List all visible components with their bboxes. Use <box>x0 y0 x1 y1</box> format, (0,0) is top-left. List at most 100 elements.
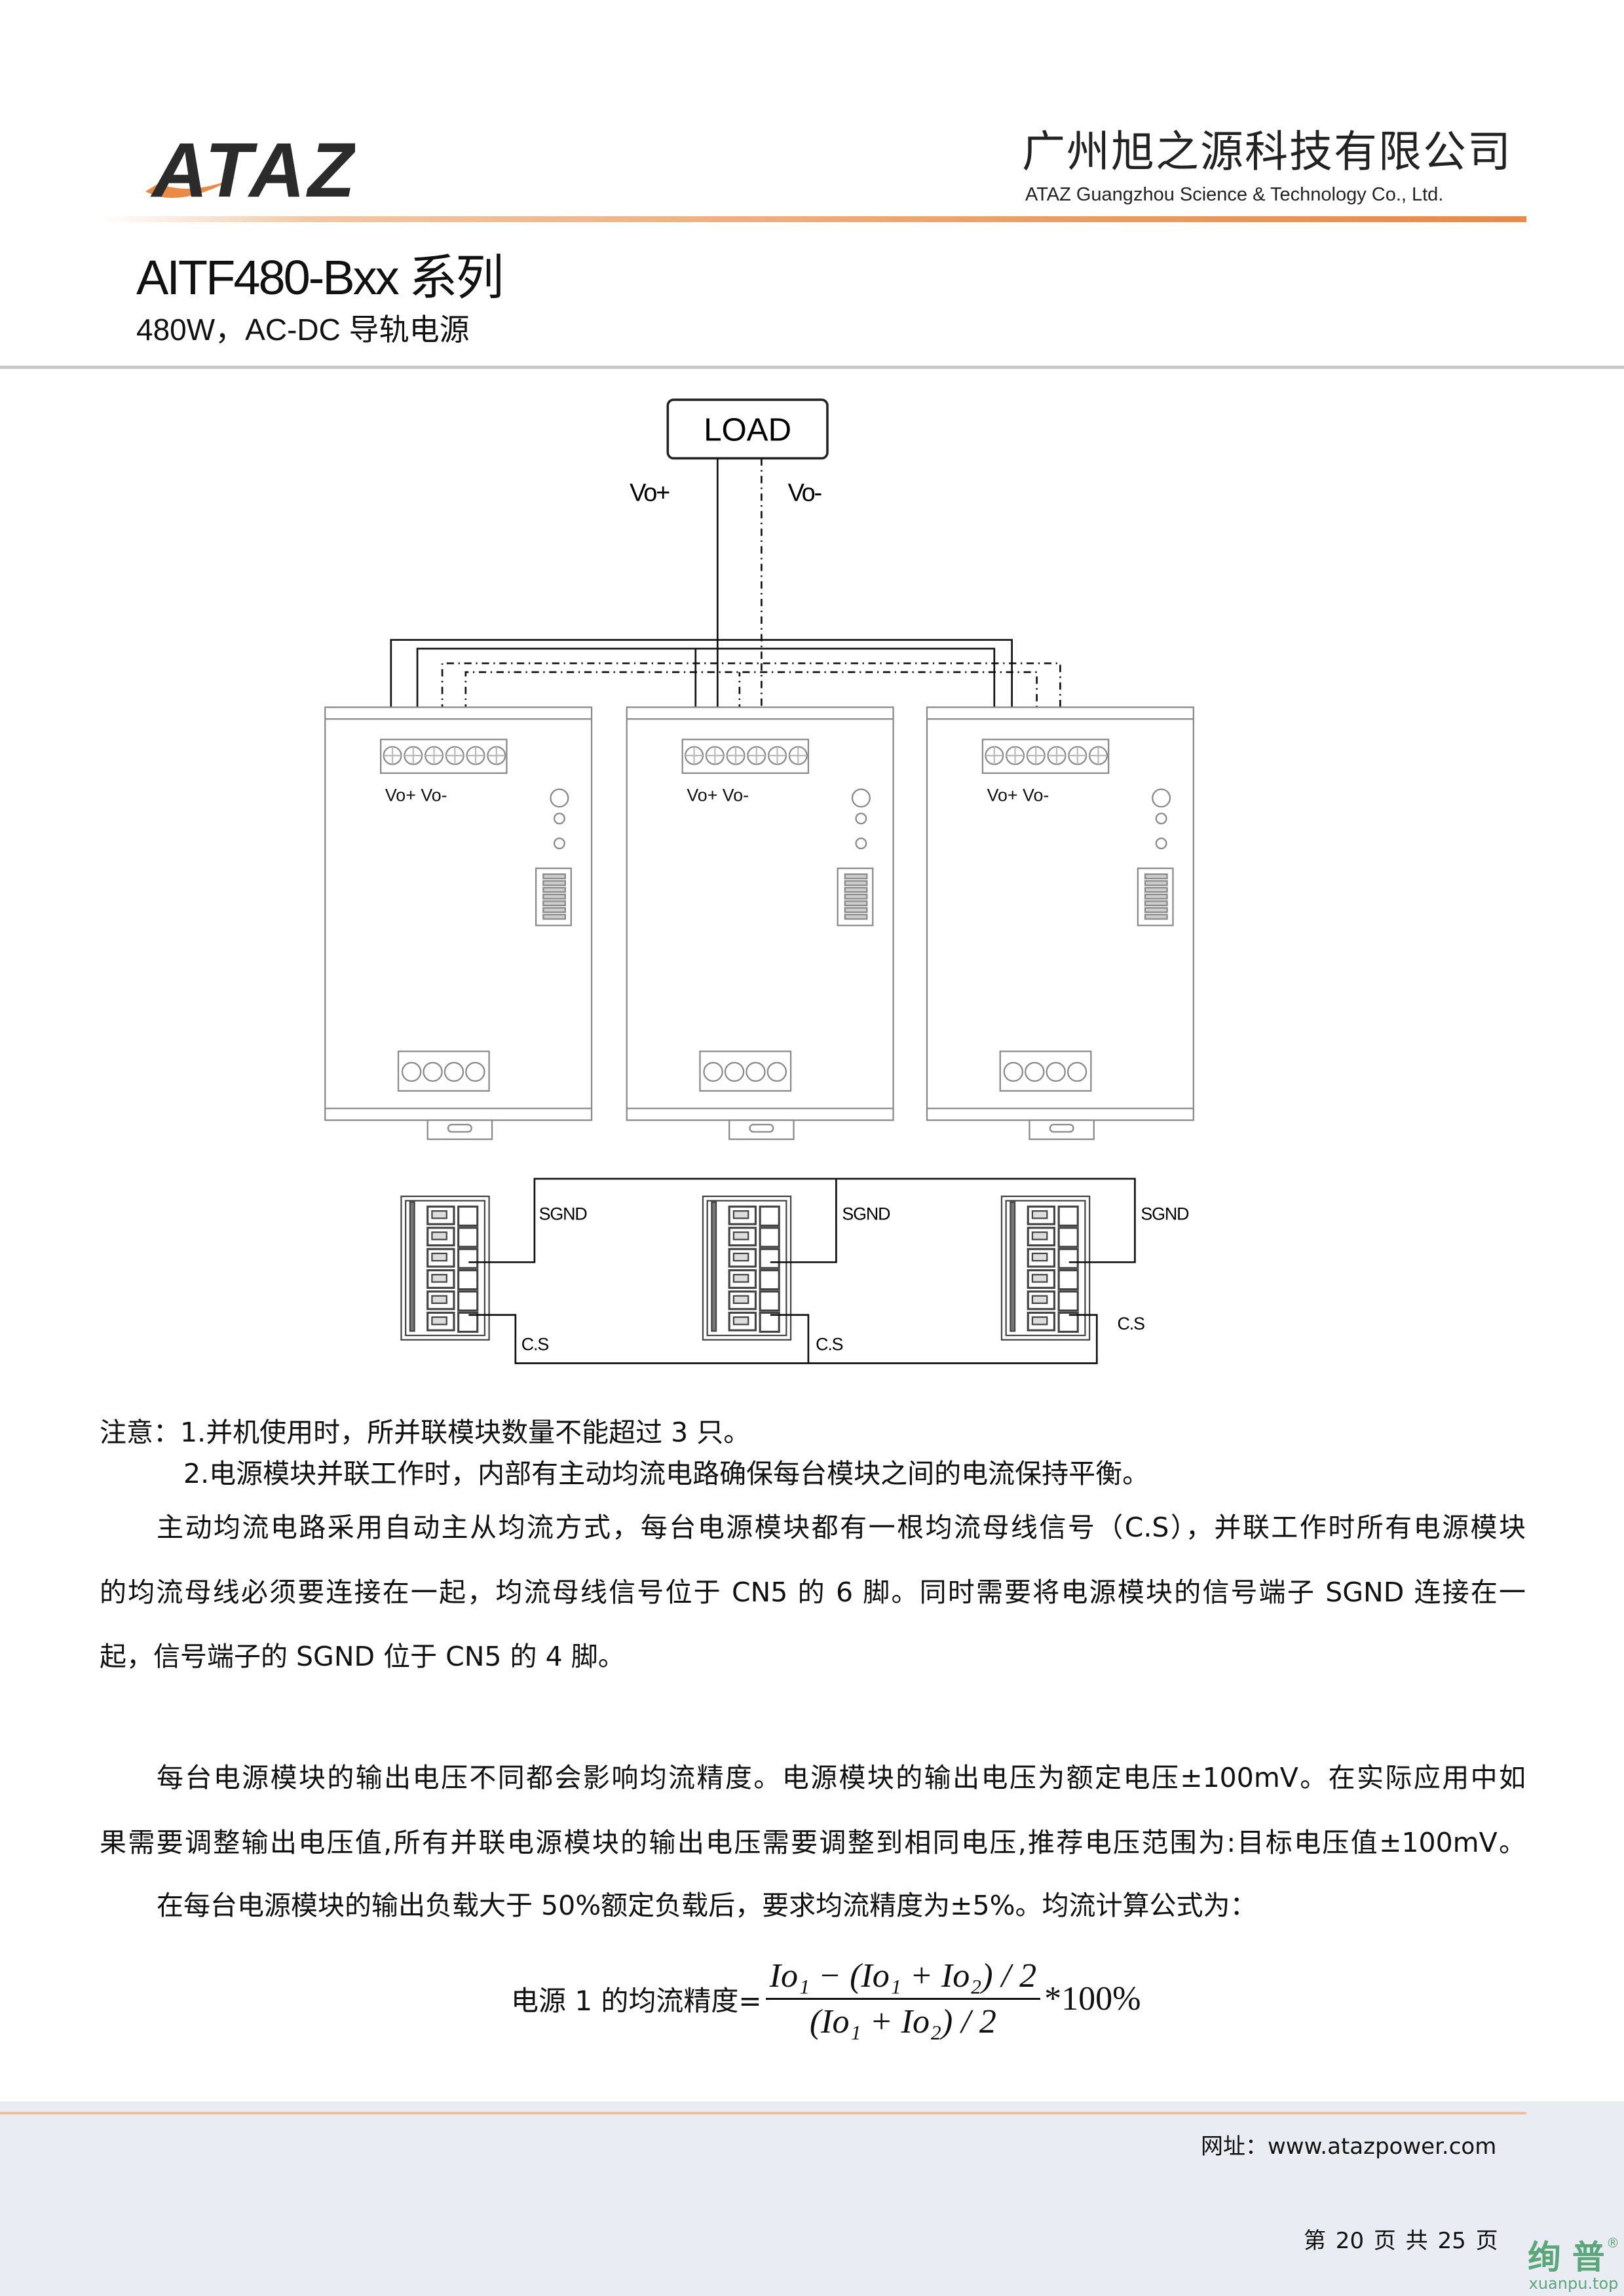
company-name-cn: 广州旭之源科技有限公司 <box>1022 126 1512 177</box>
led-indicator <box>1155 837 1167 850</box>
sgnd-label-2: SGND <box>842 1204 890 1224</box>
output-wires <box>390 458 1061 747</box>
connector-pin <box>457 1248 479 1269</box>
module-terminal-label: Vo+ Vo- <box>987 785 1049 805</box>
connector-pin <box>1057 1269 1079 1291</box>
connector-pin <box>1057 1205 1079 1227</box>
paragraph-1-line-2: 的均流母线必须要连接在一起，均流母线信号位于 CN5 的 6 脚。同时需要将电源… <box>100 1577 1526 1608</box>
terminal-screw <box>747 746 766 765</box>
formula-numerator: Io₁ − (Io₁ + Io₂) / 2 <box>765 1957 1041 2000</box>
ataz-logo: ATAZ <box>145 131 355 208</box>
vo-plus-wire <box>390 458 1013 747</box>
terminal-screw <box>685 746 704 765</box>
led-indicator <box>553 813 565 825</box>
cs-label-3: C.S <box>1118 1314 1145 1333</box>
paragraph-3: 在每台电源模块的输出负载大于 50%额定负载后，要求均流精度为±5%。均流计算公… <box>157 1890 1257 1921</box>
paragraph-1-line-3: 起，信号端子的 SGND 位于 CN5 的 4 脚。 <box>100 1641 625 1672</box>
terminal-screw <box>788 746 808 765</box>
connector-pin <box>759 1269 780 1291</box>
document-title: AITF480-Bxx 系列 <box>136 250 504 305</box>
connector-pin <box>1057 1248 1079 1269</box>
connector-pin <box>1057 1227 1079 1248</box>
adjust-pot <box>1152 788 1171 808</box>
paragraph-2-line-2: 果需要调整输出电压值,所有并联电源模块的输出电压需要调整到相同电压,推荐电压范围… <box>100 1827 1526 1858</box>
vo-minus-wire <box>441 458 1061 747</box>
connector-pin <box>457 1290 479 1312</box>
terminal-screw <box>1025 1062 1045 1082</box>
load-box: LOAD <box>666 398 829 460</box>
signal-wires <box>468 1177 1136 1364</box>
connector-pin <box>759 1311 780 1333</box>
output-terminal-block <box>380 738 508 775</box>
registered-mark: ® <box>1606 2235 1619 2251</box>
terminal-screw <box>383 746 402 765</box>
terminal-screw <box>1026 746 1046 765</box>
din-rail-tab <box>426 1119 493 1140</box>
input-terminal-block <box>397 1050 490 1092</box>
formula-denominator: (Io₁ + Io₂) / 2 <box>809 2002 996 2040</box>
input-terminal-block <box>999 1050 1092 1092</box>
sgnd-wire <box>468 1177 1136 1263</box>
terminal-screw <box>766 1062 787 1082</box>
terminal-screw <box>767 746 787 765</box>
vo-plus-label: Vo+ <box>630 479 670 507</box>
note-2: 2.电源模块并联工作时，内部有主动均流电路确保每台模块之间的电流保持平衡。 <box>183 1458 1150 1489</box>
module-terminal-label: Vo+ Vo- <box>385 785 447 805</box>
terminal-screw <box>465 1062 485 1082</box>
led-indicator <box>855 813 867 825</box>
signal-connector-cn5-2 <box>702 1195 792 1341</box>
terminal-screw <box>724 1062 745 1082</box>
formula-fraction: Io₁ − (Io₁ + Io₂) / 2 (Io₁ + Io₂) / 2 <box>765 1957 1041 2041</box>
connector-pin <box>457 1205 479 1227</box>
company-name-en: ATAZ Guangzhou Science & Technology Co.,… <box>1025 184 1444 205</box>
cs-wire <box>468 1314 1098 1364</box>
power-module-1: Vo+ Vo- <box>324 706 593 1140</box>
signal-connector-cn5-3 <box>1000 1195 1091 1341</box>
dip-switch <box>535 868 572 927</box>
connector-pin <box>759 1227 780 1248</box>
footer <box>0 2101 1624 2296</box>
power-module-3: Vo+ Vo- <box>926 706 1194 1140</box>
module-terminal-label: Vo+ Vo- <box>687 785 749 805</box>
signal-connector-cn5-1 <box>400 1195 490 1341</box>
terminal-screw <box>1003 1062 1024 1082</box>
document-subtitle: 480W，AC-DC 导轨电源 <box>136 313 470 347</box>
watermark-en: xuanpu.top <box>1528 2274 1619 2293</box>
connector-pin <box>457 1269 479 1291</box>
terminal-screw <box>726 746 746 765</box>
cs-label-2: C.S <box>816 1334 843 1354</box>
svg-text:ATAZ: ATAZ <box>150 131 355 208</box>
terminal-screw <box>466 746 485 765</box>
adjust-pot <box>550 788 569 808</box>
led-indicator <box>553 837 565 850</box>
watermark-cn: 绚 普 <box>1528 2238 1605 2276</box>
output-terminal-block <box>981 738 1110 775</box>
connector-pin <box>759 1290 780 1312</box>
dip-switch <box>1137 868 1174 927</box>
adjust-pot <box>851 788 871 808</box>
terminal-screw <box>1046 1062 1066 1082</box>
connector-pin <box>759 1248 780 1269</box>
terminal-screw <box>444 1062 464 1082</box>
note-1: 注意：1.并机使用时，所并联模块数量不能超过 3 只。 <box>100 1417 751 1448</box>
terminal-screw <box>985 746 1004 765</box>
vo-minus-label: Vo- <box>788 479 821 507</box>
output-terminal-block <box>681 738 810 775</box>
din-rail-tab <box>728 1119 795 1140</box>
current-sharing-formula: 电源 1 的均流精度= Io₁ − (Io₁ + Io₂) / 2 (Io₁ +… <box>511 1953 1141 2044</box>
terminal-screw <box>1067 1062 1087 1082</box>
terminal-screw <box>1068 746 1087 765</box>
sgnd-label-3: SGND <box>1141 1204 1189 1224</box>
paragraph-1-line-1: 主动均流电路采用自动主从均流方式，每台电源模块都有一根均流母线信号（C.S），并… <box>157 1512 1526 1543</box>
terminal-screw <box>1006 746 1025 765</box>
sgnd-label-1: SGND <box>539 1204 588 1224</box>
terminal-screw <box>1047 746 1067 765</box>
connector-pin <box>1057 1311 1079 1333</box>
website-link[interactable]: 网址：www.atazpower.com <box>1201 2133 1497 2160</box>
connector-pin <box>457 1227 479 1248</box>
terminal-screw <box>1088 746 1108 765</box>
connector-pin <box>1057 1290 1079 1312</box>
footer-divider <box>0 2112 1526 2114</box>
terminal-screw <box>487 746 506 765</box>
din-rail-tab <box>1029 1119 1095 1140</box>
